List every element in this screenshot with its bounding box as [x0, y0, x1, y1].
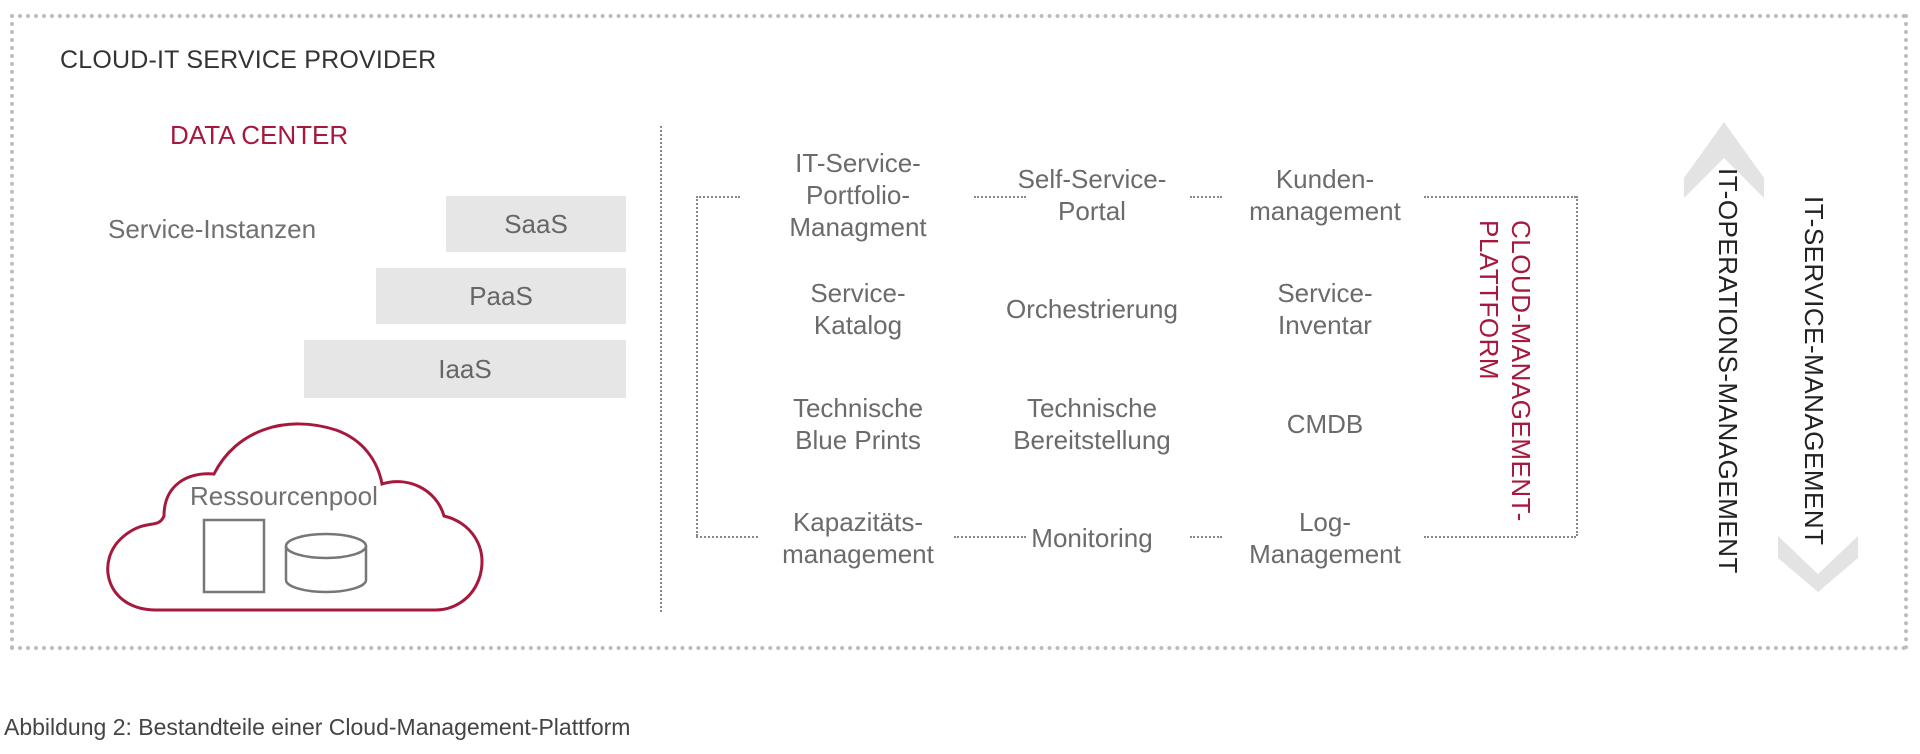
component-technische-blue-prints: Technische Blue Prints [792, 393, 924, 455]
data-center-title: DATA CENTER [170, 120, 349, 150]
connector-line [1190, 196, 1222, 198]
connector-line [1424, 536, 1576, 538]
paas-layer: PaaS [376, 268, 626, 324]
connector-line [974, 196, 1026, 198]
component-technische-bereitstellung: Technische Bereitstellung [1013, 393, 1171, 455]
provider-title: CLOUD-IT SERVICE PROVIDER [60, 46, 437, 74]
double-chevron-icon [1684, 122, 1858, 592]
service-instances-label: Service-Instanzen [108, 214, 317, 244]
component-kundenmanagement: Kunden- management [1249, 164, 1401, 226]
database-icon [284, 532, 368, 594]
component-cmdb: CMDB [1286, 409, 1364, 439]
component-log-management: Log- Management [1249, 507, 1401, 569]
resource-pool-label: Ressourcenpool [190, 481, 378, 511]
resource-pool-cloud [106, 422, 484, 612]
server-icon [202, 518, 266, 594]
component-service-inventar: Service- Inventar [1277, 278, 1373, 340]
component-service-katalog: Service- Katalog [810, 278, 906, 340]
connector-line [696, 196, 698, 536]
connector-line [1576, 196, 1578, 536]
iaas-layer: IaaS [304, 340, 626, 398]
platform-label: CLOUD-MANAGEMENT- PLATTFORM [1474, 220, 1536, 522]
component-monitoring: Monitoring [1031, 523, 1153, 553]
component-orchestrierung: Orchestrierung [1006, 294, 1178, 324]
it-service-management-label: IT-SERVICE-MANAGEMENT [1799, 196, 1829, 546]
connector-line [954, 536, 1026, 538]
figure-caption: Abbildung 2: Bestandteile einer Cloud-Ma… [4, 714, 631, 740]
component-self-service-portal: Self-Service- Portal [1017, 164, 1167, 226]
connector-line [1190, 536, 1222, 538]
saas-layer: SaaS [446, 196, 626, 252]
it-operations-management-label: IT-OPERATIONS-MANAGEMENT [1713, 168, 1743, 574]
component-kapazitaetsmanagement: Kapazitäts- management [782, 507, 934, 569]
connector-line [696, 536, 758, 538]
connector-line [696, 196, 740, 198]
connector-line [1424, 196, 1576, 198]
section-divider [660, 126, 662, 612]
component-it-service-portfolio: IT-Service- Portfolio- Managment [789, 148, 927, 242]
provider-frame [10, 14, 1908, 650]
